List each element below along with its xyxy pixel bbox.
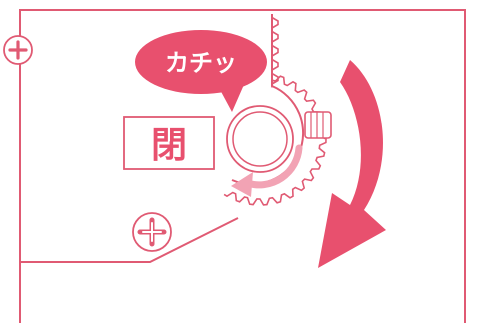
lock-knob [226, 105, 294, 173]
speech-bubble: カチッ [135, 30, 267, 112]
counterclockwise-arrow-icon [231, 144, 303, 197]
state-label-text: 閉 [151, 125, 187, 166]
screw-icon [132, 212, 172, 252]
outer-frame [19, 9, 466, 323]
state-label: 閉 [123, 116, 215, 170]
clockwise-arrow-icon [318, 60, 386, 268]
screw-icon [3, 35, 33, 65]
knob-nub [304, 111, 332, 139]
speech-bubble-text: カチッ [165, 49, 237, 77]
plate-edge [20, 217, 239, 263]
